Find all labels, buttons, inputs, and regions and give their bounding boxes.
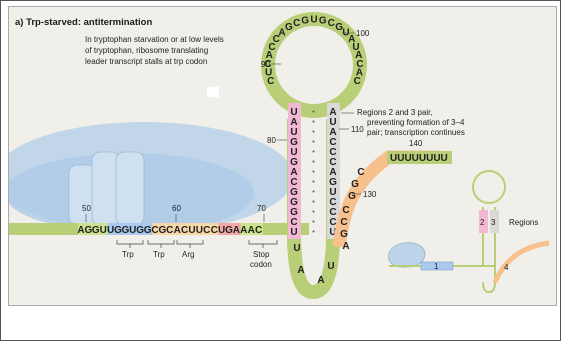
leader-base: C bbox=[203, 225, 210, 236]
pair-dot bbox=[313, 121, 315, 123]
loop-base: C bbox=[328, 18, 335, 29]
leader-base: C bbox=[211, 225, 218, 236]
codon-label-trp-2: Trp bbox=[153, 250, 165, 259]
pair-dot bbox=[313, 211, 315, 213]
pair-dot bbox=[313, 131, 315, 133]
position-70: 70 bbox=[257, 204, 266, 213]
region-4-base: A bbox=[342, 241, 349, 252]
leader-base: U bbox=[100, 225, 107, 236]
region-4-base: G bbox=[340, 229, 348, 240]
pair-dot bbox=[313, 151, 315, 153]
leader-base: U bbox=[188, 225, 195, 236]
pair-dot bbox=[313, 111, 315, 113]
pair-dot bbox=[313, 221, 315, 223]
schematic-region-4: 4 bbox=[504, 263, 509, 272]
pairing-note-3: pair; transcription continues bbox=[367, 128, 465, 137]
bottom-loop-base: U bbox=[293, 243, 300, 254]
position-80: 80 bbox=[267, 136, 276, 145]
caption-line-2: of tryptophan, ribosome translating bbox=[85, 46, 208, 55]
position-140: 140 bbox=[409, 139, 423, 148]
marker-square bbox=[207, 87, 219, 97]
leader-base: A bbox=[174, 225, 181, 236]
pair-dot bbox=[313, 231, 315, 233]
schematic-region-2: 2 bbox=[480, 218, 485, 227]
loop-base: G bbox=[301, 15, 309, 26]
loop-base: G bbox=[285, 22, 293, 33]
pair-dot bbox=[313, 181, 315, 183]
position-110: 110 bbox=[351, 125, 364, 134]
pair-dot bbox=[313, 161, 315, 163]
pair-dot bbox=[313, 201, 315, 203]
region-4-base: G bbox=[351, 179, 359, 190]
leader-base: A bbox=[240, 225, 247, 236]
leader-base: C bbox=[255, 225, 262, 236]
loop-base: U bbox=[310, 15, 317, 26]
bottom-loop-base: A bbox=[317, 275, 324, 286]
region-4-base: C bbox=[340, 217, 347, 228]
pair-dot bbox=[313, 171, 315, 173]
figure-title: a) Trp-starved: antitermination bbox=[15, 17, 152, 28]
schematic-region-3: 3 bbox=[491, 218, 496, 227]
pair-dot bbox=[313, 191, 315, 193]
region-4-base: G bbox=[348, 191, 356, 202]
position-100: 100 bbox=[356, 29, 370, 38]
codon-label-arg: Arg bbox=[182, 250, 194, 259]
leader-base: C bbox=[166, 225, 173, 236]
bottom-loop-base: U bbox=[327, 261, 334, 272]
trp-antitermination-figure: a) Trp-starved: antitermination In trypt… bbox=[8, 6, 557, 306]
pairing-note-2: preventing formation of 3–4 bbox=[367, 118, 465, 127]
pairing-note-1: Regions 2 and 3 pair, bbox=[357, 108, 433, 117]
diagram-canvas: a) Trp-starved: antitermination In trypt… bbox=[9, 7, 557, 306]
leader-base: C bbox=[181, 225, 188, 236]
codon-label-trp-1: Trp bbox=[122, 250, 134, 259]
leader-base: A bbox=[233, 225, 240, 236]
region-4-base: C bbox=[342, 205, 349, 216]
schematic-region-1: 1 bbox=[434, 262, 439, 271]
poly-u-tail: UUUUUUUU bbox=[390, 153, 448, 164]
ribosome bbox=[9, 122, 294, 233]
regions-schematic: 1 2 3 4 Regions bbox=[389, 171, 549, 292]
position-50: 50 bbox=[82, 204, 91, 213]
region-2-base: U bbox=[290, 227, 297, 238]
loop-base: G bbox=[319, 15, 327, 26]
region-4-base: C bbox=[357, 167, 364, 178]
position-60: 60 bbox=[172, 204, 181, 213]
leader-base: U bbox=[196, 225, 203, 236]
position-90: 90 bbox=[261, 60, 270, 69]
caption-line-1: In tryptophan starvation or at low level… bbox=[85, 35, 224, 44]
loop-base: C bbox=[293, 18, 300, 29]
stop-codon-label-2: codon bbox=[250, 260, 272, 269]
stop-codon-label-1: Stop bbox=[253, 250, 270, 259]
leader-base: A bbox=[248, 225, 255, 236]
pair-dot bbox=[313, 141, 315, 143]
bottom-loop-base: A bbox=[297, 265, 304, 276]
loop-base: C bbox=[354, 76, 361, 87]
schematic-label: Regions bbox=[509, 218, 538, 227]
caption-line-3: leader transcript stalls at trp codon bbox=[85, 57, 207, 66]
position-130: 130 bbox=[363, 190, 377, 199]
